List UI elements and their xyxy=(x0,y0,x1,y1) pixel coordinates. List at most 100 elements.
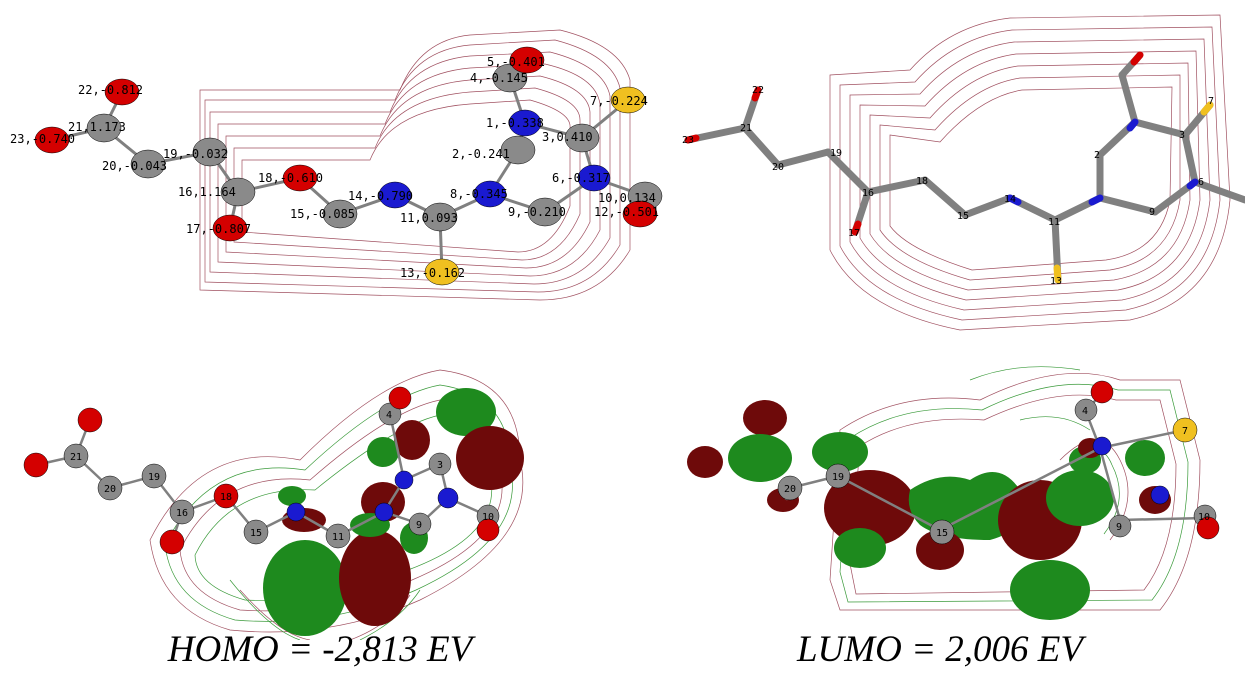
atom-number: 4 xyxy=(1082,406,1088,417)
atom-number: 21 xyxy=(70,452,82,463)
homo-atom-numbers: 4 21 20 19 16 18 3 15 11 9 10 xyxy=(70,410,494,543)
charge-label: 17,-0.807 xyxy=(186,222,251,236)
atom-number: 23 xyxy=(682,135,694,146)
atom-number: 21 xyxy=(740,123,752,134)
charge-label: 7,-0.224 xyxy=(590,94,648,108)
orbital-lobe-red xyxy=(743,400,787,436)
stick-model-diagram: 22 23 21 20 19 16 18 17 15 14 11 13 2 3 … xyxy=(682,14,1245,331)
atom-carbon xyxy=(1074,398,1098,422)
orbital-lobe-green xyxy=(263,540,347,636)
atom-number: 13 xyxy=(1050,276,1062,287)
atom-number: 11 xyxy=(332,532,344,543)
atom-carbon xyxy=(825,463,851,489)
atom-carbon xyxy=(527,197,563,227)
atom-oxygen xyxy=(213,483,239,509)
charge-label: 20,-0.043 xyxy=(102,159,167,173)
charge-label: 14,-0.790 xyxy=(348,189,413,203)
atom-number: 20 xyxy=(784,484,796,495)
atom-number: 10 xyxy=(1198,512,1210,523)
atom-nitrogen xyxy=(437,487,459,509)
atom-number: 22 xyxy=(752,85,764,96)
atoms xyxy=(23,386,500,555)
charge-label: 4,-0.145 xyxy=(470,71,528,85)
atom-oxygen xyxy=(1196,516,1220,540)
atom-number: 19 xyxy=(148,472,160,483)
orbital-lobe-red xyxy=(687,446,723,478)
orbital-lobes xyxy=(263,388,524,636)
orbital-lobe-red xyxy=(456,426,524,490)
charge-panel: 5,-0.401 4,-0.145 7,-0.224 22,-0.812 1,-… xyxy=(0,0,680,340)
homo-panel: 4 21 20 19 16 18 3 15 11 9 10 xyxy=(0,340,640,640)
atom-carbon xyxy=(929,519,955,545)
atom-sulfur xyxy=(1172,417,1198,443)
atom-number: 7 xyxy=(1208,96,1214,107)
atom-oxygen xyxy=(1090,380,1114,404)
atom-oxygen xyxy=(159,529,185,555)
atom-nitrogen xyxy=(473,180,507,208)
atom-number: 4 xyxy=(386,410,392,421)
charge-label: 23,-0.740 xyxy=(10,132,75,146)
orbital-lobe-green xyxy=(1010,560,1090,620)
atom-number: 19 xyxy=(830,148,842,159)
atom-carbon xyxy=(777,475,803,501)
charge-label: 18,-0.610 xyxy=(258,171,323,185)
atom-carbon xyxy=(86,113,122,143)
atom-carbon xyxy=(220,177,256,207)
charge-label: 9,-0.210 xyxy=(508,205,566,219)
atom-oxygen xyxy=(34,126,70,154)
atom-sulfur xyxy=(424,258,460,286)
atom-carbon xyxy=(130,149,166,179)
atom-nitrogen xyxy=(286,502,306,522)
lumo-caption: LUMO = 2,006 EV xyxy=(796,629,1083,670)
charge-label: 10,0.134 xyxy=(598,191,656,205)
atom-number: 19 xyxy=(832,472,844,483)
atom-number: 2 xyxy=(1094,150,1100,161)
orbital-lobe-red xyxy=(916,530,964,570)
atom-oxygen xyxy=(212,214,248,242)
atom-number: 9 xyxy=(416,520,422,531)
atom-nitrogen xyxy=(374,502,394,522)
stick-model-panel: 22 23 21 20 19 16 18 17 15 14 11 13 2 3 … xyxy=(660,0,1245,340)
atom-oxygen xyxy=(388,386,412,410)
atom-carbon xyxy=(169,499,195,525)
atom-number: 20 xyxy=(772,162,784,173)
charge-label: 11,0.093 xyxy=(400,211,458,225)
charge-label: 21,1.173 xyxy=(68,120,126,134)
atom-carbon xyxy=(428,452,452,476)
orbital-lobe-red xyxy=(361,482,405,522)
orbital-lobe-green xyxy=(1125,440,1165,476)
atom-carbon xyxy=(141,463,167,489)
atom-oxygen xyxy=(23,452,49,478)
atom-carbon xyxy=(192,137,228,167)
charge-label: 12,-0.501 xyxy=(594,205,659,219)
atom-number: 15 xyxy=(936,528,948,539)
charge-label: 8,-0.345 xyxy=(450,187,508,201)
atom-nitrogen xyxy=(394,470,414,490)
atoms xyxy=(34,46,663,286)
atom-carbon xyxy=(97,475,123,501)
charge-diagram: 5,-0.401 4,-0.145 7,-0.224 22,-0.812 1,-… xyxy=(10,29,663,301)
atom-oxygen xyxy=(476,518,500,542)
orbital-lobe-green xyxy=(1046,470,1114,526)
atom-number: 16 xyxy=(862,188,874,199)
atom-nitrogen xyxy=(378,181,412,209)
charge-label: 19,-0.032 xyxy=(163,147,228,161)
charge-label: 22,-0.812 xyxy=(78,83,143,97)
atom-nitrogen xyxy=(508,109,542,137)
atom-number: 15 xyxy=(957,211,969,222)
atom-oxygen xyxy=(77,407,103,433)
atom-number: 17 xyxy=(848,228,860,239)
lumo-orbital-diagram: 4 7 19 20 15 9 10 xyxy=(687,366,1220,620)
orbital-lobe-green xyxy=(278,486,306,506)
orbital-lobes xyxy=(687,400,1171,620)
atom-nitrogen xyxy=(1092,436,1112,456)
atom-number: 18 xyxy=(916,176,928,187)
orbital-lobe-green xyxy=(367,437,399,467)
atom-carbon xyxy=(422,202,458,232)
orbital-lobe-green xyxy=(834,528,886,568)
atom-number: 20 xyxy=(104,484,116,495)
atom-number: 7 xyxy=(1182,426,1188,437)
charge-label: 15,-0.085 xyxy=(290,207,355,221)
atom-sulfur xyxy=(610,86,646,114)
atom-carbon xyxy=(322,199,358,229)
